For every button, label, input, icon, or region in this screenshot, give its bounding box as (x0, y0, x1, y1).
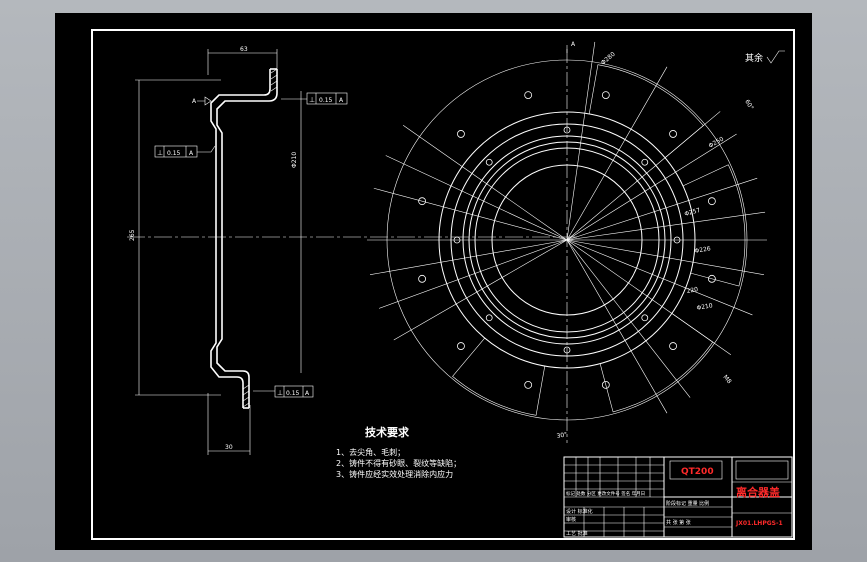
profile-top-inner (210, 69, 271, 138)
flange-tab (682, 164, 746, 287)
part-name: 离合器盖 (736, 485, 780, 499)
tol-symbol: ⊥ (309, 96, 315, 104)
title-block-grid (564, 457, 665, 537)
datum-a-label: A (192, 98, 197, 105)
title-block-revision-row: 标记 处数 分区 更改文件号 签名 年月日 (566, 490, 645, 497)
outer-bolt-hole (707, 197, 716, 206)
inner-bolt-hole (485, 158, 493, 166)
outer-bolt-hole (707, 274, 716, 283)
tolerance-frame-top: ⊥ 0.15 A (281, 92, 348, 105)
leader-line (566, 239, 753, 316)
material-box (669, 460, 723, 480)
dim-m8: M8 (721, 374, 732, 386)
section-view: 265 Φ210 63 30 A (127, 46, 580, 455)
drawing-number: JX01.LHPGS-1 (735, 520, 783, 527)
dim-30deg: 30° (556, 431, 568, 440)
tol-datum: A (305, 390, 310, 397)
profile-bottom-inner (210, 333, 244, 408)
outer-bolt-hole (457, 342, 465, 350)
surface-finish-label: 其余 (745, 52, 763, 64)
leader-line (566, 239, 691, 398)
leader-line (566, 41, 596, 241)
leader-line (385, 155, 568, 241)
dim-60deg: 60° (743, 99, 754, 112)
outer-bolt-hole (524, 380, 533, 389)
dim-text-63: 63 (240, 46, 248, 53)
tol-symbol: ⊥ (157, 149, 163, 157)
tol-value: 0.15 (167, 150, 181, 157)
flange-tab (599, 313, 714, 413)
plan-datum-label: A (571, 41, 576, 48)
outer-bolt-hole (669, 130, 677, 138)
outer-bolt-hole (601, 91, 610, 100)
dim-phi257: Φ257 (684, 207, 702, 218)
inner-bolt-hole (641, 314, 649, 322)
title-block-design-row: 设计 标准化 (566, 508, 593, 515)
dim-text-265: 265 (129, 229, 136, 241)
tol-datum: A (189, 150, 194, 157)
leader-line (566, 66, 668, 241)
leader-line (378, 239, 568, 309)
cad-drawing: 其余 265 Φ210 63 30 (91, 29, 795, 540)
leader-line (566, 211, 766, 241)
mounting-holes (418, 91, 716, 389)
leader-line (566, 133, 737, 241)
tech-req-item-3: 3、铸件应经实效处理消除内应力 (336, 469, 453, 479)
dim-phi226: Φ226 (694, 245, 711, 255)
leader-line (566, 239, 765, 276)
tol-datum: A (339, 97, 344, 104)
profile-bottom (216, 333, 250, 408)
outer-bolt-hole (601, 380, 610, 389)
dim-text-30: 30 (225, 444, 233, 451)
datum-a-symbol (197, 96, 212, 106)
plan-view: A Φ280 60° Φ250 Φ257 Φ226 220 Φ210 M8 30… (367, 41, 767, 443)
tol-value: 0.15 (319, 97, 333, 104)
profile-top (216, 69, 278, 138)
inner-bolt-hole (641, 158, 649, 166)
outer-bolt-hole (669, 342, 677, 350)
section-hatch (242, 384, 250, 408)
tech-req-title: 技术要求 (365, 425, 410, 439)
leader-line (393, 239, 568, 341)
leader-line (373, 187, 568, 241)
drawing-viewport[interactable]: 其余 265 Φ210 63 30 (55, 13, 812, 550)
leader-line (566, 177, 758, 241)
tech-req-item-1: 1、去尖角、毛刺； (336, 447, 405, 457)
section-hatch (270, 68, 278, 92)
outer-bolt-hole (524, 91, 533, 100)
title-block-scale-row: 阶段标记 重量 比例 (666, 500, 709, 507)
technical-requirements: 技术要求 1、去尖角、毛刺； 2、铸件不得有砂眼、裂纹等缺陷； 3、铸件应经实效… (336, 425, 461, 479)
outer-bolt-hole (418, 197, 427, 206)
dimension-leaders (367, 41, 767, 443)
surface-finish-symbol (766, 50, 785, 64)
outer-bolt-hole (418, 274, 427, 283)
tol-value: 0.15 (286, 390, 300, 397)
dim-text-210: Φ210 (291, 152, 298, 168)
title-block: 标记 处数 分区 更改文件号 签名 年月日 设计 标准化 审核 工艺 批准 QT… (563, 456, 793, 538)
dim-220: 220 (686, 286, 699, 295)
inner-bolt-hole (485, 314, 493, 322)
outer-bolt-hole (457, 130, 465, 138)
dim-phi280: Φ280 (600, 51, 617, 67)
material-label: QT200 (681, 467, 714, 477)
leader-line (566, 239, 732, 355)
tolerance-frame-left: ⊥ 0.15 A (154, 145, 216, 158)
leader-line (566, 111, 721, 241)
dim-phi210: Φ210 (696, 302, 713, 312)
tolerance-frame-bottom: ⊥ 0.15 A (253, 385, 314, 398)
dim-phi250: Φ250 (708, 135, 726, 149)
title-block-check-row: 审核 (566, 516, 576, 523)
surface-finish-note: 其余 (745, 50, 785, 64)
title-block-approve-row: 工艺 批准 (566, 530, 588, 537)
leader-line (402, 125, 568, 241)
tech-req-item-2: 2、铸件不得有砂眼、裂纹等缺陷； (336, 458, 461, 468)
flange-tab (452, 337, 546, 416)
title-block-sheet-row: 共 张 第 张 (666, 519, 691, 526)
tol-symbol: ⊥ (277, 389, 283, 397)
sheet-border (91, 29, 795, 540)
title-empty-box (735, 460, 789, 480)
leader-line (566, 239, 668, 414)
leader-line (369, 239, 568, 276)
